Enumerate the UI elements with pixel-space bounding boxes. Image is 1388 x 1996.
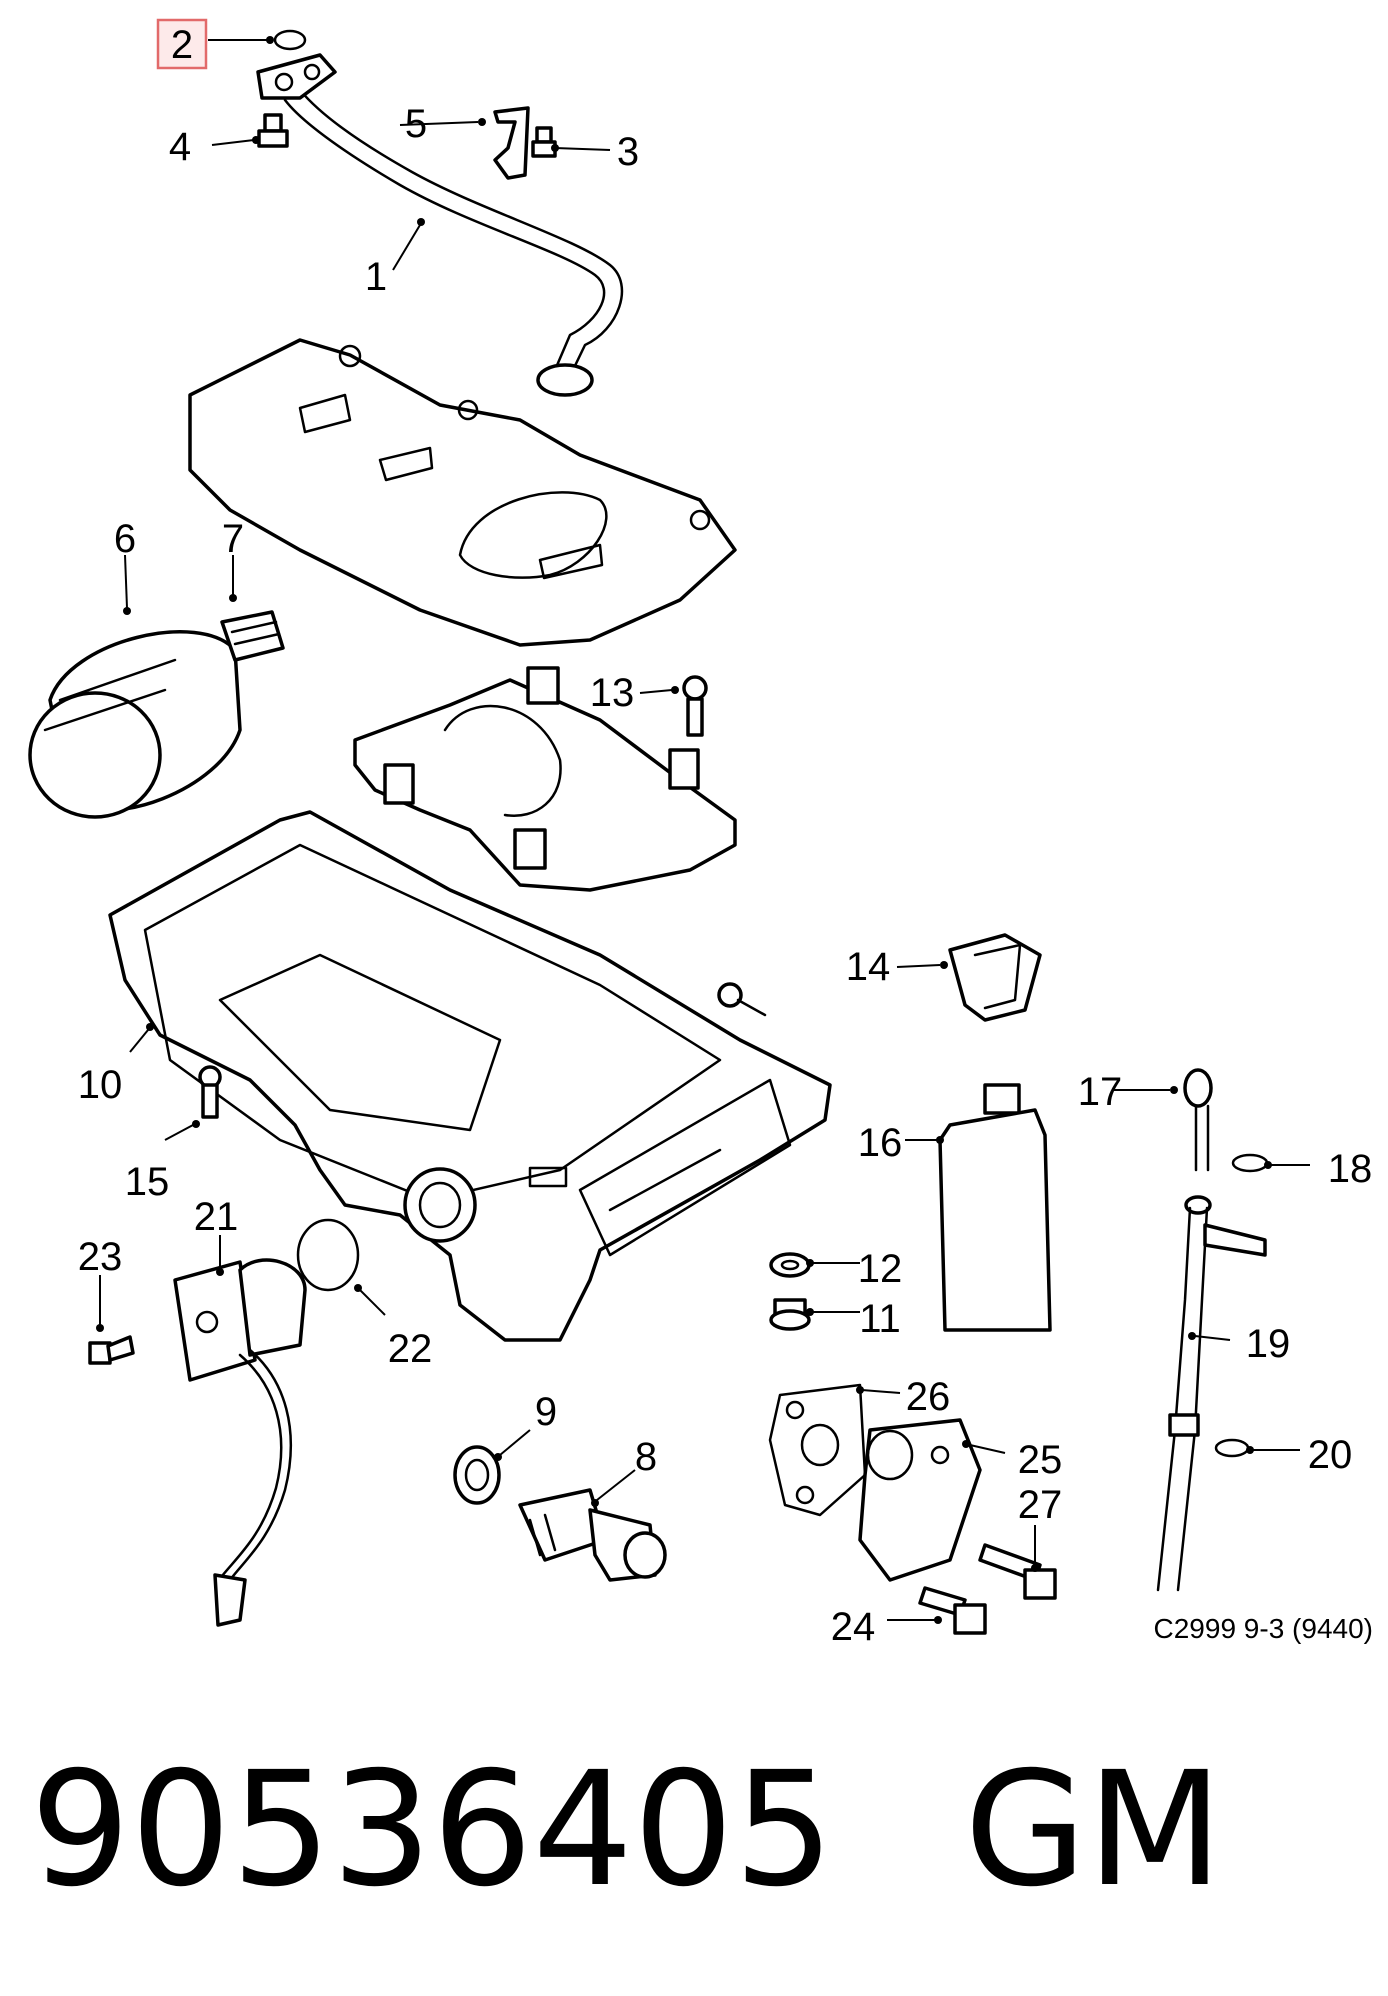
- callout-9: 9: [535, 1390, 557, 1434]
- callout-21: 21: [194, 1195, 239, 1239]
- part-15-bolt: [198, 1065, 222, 1119]
- part-20-o-ring: [1214, 1438, 1250, 1458]
- callout-19: 19: [1246, 1322, 1291, 1366]
- part-13-bolt: [682, 675, 708, 737]
- callout-23: 23: [78, 1235, 123, 1279]
- callout-20: 20: [1308, 1433, 1353, 1477]
- callout-24: 24: [831, 1605, 876, 1649]
- callout-26: 26: [906, 1375, 951, 1419]
- callout-25: 25: [1018, 1438, 1063, 1482]
- callout-18: 18: [1328, 1147, 1373, 1191]
- pan-side-bolt: [717, 982, 767, 1017]
- baffle-plate-upper: [188, 338, 737, 647]
- part-19-dipstick-tube: [1156, 1195, 1267, 1592]
- part-17-dipstick-handle: [1183, 1068, 1213, 1172]
- part-25-adapter-housing: [858, 1418, 982, 1582]
- part-4-bolt: [257, 113, 289, 148]
- baffle-plate-lower: [353, 666, 737, 892]
- part-7-filter-nipple: [220, 610, 285, 662]
- callout-3: 3: [617, 130, 639, 174]
- callout-8: 8: [635, 1435, 657, 1479]
- part-number: 90536405: [30, 1738, 835, 1922]
- part-24-bolt: [918, 1586, 987, 1635]
- part-21-oil-level-sensor: [173, 1258, 307, 1627]
- part-18-o-ring: [1231, 1153, 1269, 1173]
- callout-4: 4: [169, 125, 191, 169]
- part-26-gasket: [768, 1383, 867, 1517]
- exploded-parts-diagram: 2 4 5 3 1 6 7 13 14 10 15 16 17 18 21 12…: [28, 18, 1373, 1649]
- callout-16: 16: [858, 1121, 903, 1165]
- callout-15: 15: [125, 1160, 170, 1204]
- callout-12: 12: [858, 1247, 903, 1291]
- callout-5: 5: [405, 102, 427, 146]
- part-10-oil-pan: [108, 810, 832, 1342]
- part-6-oil-filter: [28, 630, 242, 819]
- callout-17: 17: [1078, 1070, 1123, 1114]
- part-9-sealing-washer: [453, 1445, 501, 1505]
- callout-1: 1: [365, 255, 387, 299]
- part-16-sealant-tube: [938, 1083, 1052, 1332]
- part-1-oil-pickup-pipe: [256, 53, 624, 397]
- callout-27: 27: [1018, 1483, 1063, 1527]
- callout-10: 10: [78, 1063, 123, 1107]
- callout-13: 13: [590, 671, 635, 715]
- callout-labels: 2 4 5 3 1 6 7 13 14 10 15 16 17 18 21 12…: [78, 23, 1373, 1649]
- callout-2: 2: [171, 23, 193, 67]
- part-8-oil-pressure-switch: [518, 1488, 667, 1582]
- part-3-bolt: [531, 126, 557, 158]
- highlight-box-callout-2: [156, 18, 208, 70]
- brand-name: GM: [964, 1738, 1223, 1922]
- callout-6: 6: [114, 517, 136, 561]
- callout-14: 14: [846, 945, 891, 989]
- callout-leaders: [96, 36, 1310, 1624]
- part-number-caption: 90536405 GM: [30, 1740, 1370, 1920]
- part-14-clip: [948, 933, 1042, 1022]
- callout-11: 11: [859, 1297, 901, 1341]
- part-11-drain-plug: [769, 1298, 811, 1331]
- callout-7: 7: [222, 517, 244, 561]
- diagram-reference-code: C2999 9-3 (9440): [1154, 1613, 1373, 1644]
- part-22-gasket: [296, 1218, 360, 1292]
- part-23-bolt: [88, 1335, 135, 1365]
- part-2-o-ring: [273, 29, 307, 51]
- part-27-bolt: [978, 1543, 1057, 1600]
- part-5-bracket: [493, 106, 530, 180]
- callout-22: 22: [388, 1327, 433, 1371]
- part-12-washer: [769, 1252, 811, 1278]
